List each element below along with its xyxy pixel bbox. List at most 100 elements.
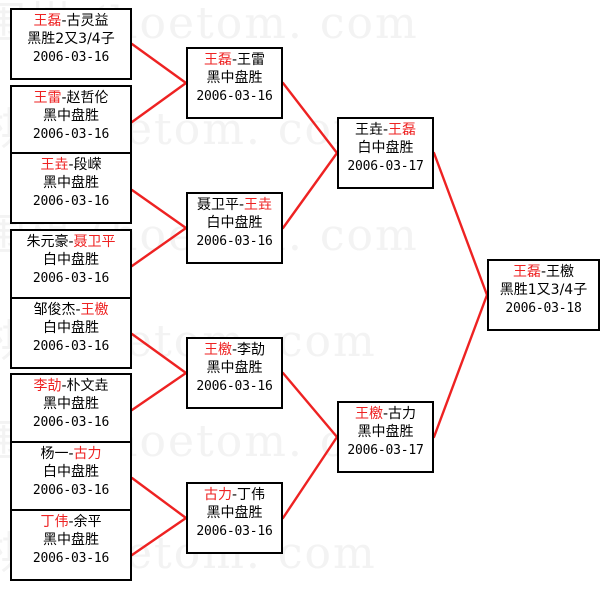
match-date: 2006-03-16 bbox=[32, 338, 110, 354]
connector-r1m4-to-r2m2 bbox=[130, 226, 188, 268]
winner-name: 王垚 bbox=[244, 197, 273, 213]
connector-r1m2-to-r2m1 bbox=[130, 81, 188, 124]
match-box-r1m4[interactable]: 朱元豪-聂卫平 白中盘胜 2006-03-16 bbox=[10, 229, 132, 301]
match-date: 2006-03-16 bbox=[196, 378, 273, 394]
connector-r1m1-to-r2m1 bbox=[130, 42, 188, 85]
name-separator: - bbox=[75, 302, 81, 318]
match-date: 2006-03-16 bbox=[196, 233, 273, 249]
connector-r1m7-to-r2m4 bbox=[130, 476, 188, 520]
match-players: 王雷-赵哲伦 bbox=[15, 89, 127, 107]
winner-name: 王雷 bbox=[33, 90, 62, 106]
name-separator: - bbox=[231, 52, 238, 68]
winner-name: 李劼 bbox=[33, 378, 62, 394]
match-date: 2006-03-16 bbox=[32, 550, 110, 566]
match-box-r1m3[interactable]: 王垚-段嵘 黑中盘胜 2006-03-16 bbox=[10, 152, 132, 224]
match-result: 黑中盘胜 bbox=[43, 532, 99, 549]
match-players: 王磊-王檄 bbox=[492, 263, 595, 281]
connector-r1m5-to-r2m3 bbox=[130, 332, 188, 375]
match-box-r2m2[interactable]: 聂卫平-王垚 白中盘胜 2006-03-16 bbox=[186, 192, 283, 264]
loser-name: 朴文垚 bbox=[66, 378, 109, 394]
loser-name: 杨一 bbox=[40, 446, 69, 462]
match-result: 黑中盘胜 bbox=[43, 175, 99, 192]
match-date: 2006-03-16 bbox=[196, 523, 273, 539]
match-date: 2006-03-18 bbox=[505, 300, 582, 316]
winner-name: 丁伟 bbox=[40, 514, 69, 530]
loser-name: 王雷 bbox=[237, 52, 266, 68]
match-box-r1m6[interactable]: 李劼-朴文垚 黑中盘胜 2006-03-16 bbox=[10, 373, 132, 445]
winner-name: 王磊 bbox=[388, 122, 417, 138]
match-players: 杨一-古力 bbox=[15, 445, 127, 463]
winner-name: 王磊 bbox=[203, 52, 232, 68]
loser-name: 聂卫平 bbox=[196, 197, 239, 213]
match-players: 朱元豪-聂卫平 bbox=[15, 233, 127, 251]
name-separator: - bbox=[61, 13, 67, 29]
name-separator: - bbox=[68, 157, 74, 173]
winner-name: 王垚 bbox=[40, 157, 69, 173]
connector-r1m3-to-r2m2 bbox=[130, 188, 188, 230]
match-box-final[interactable]: 王磊-王檄 黑胜1又3/4子 2006-03-18 bbox=[487, 259, 600, 331]
name-separator: - bbox=[382, 406, 389, 422]
connector-r2m4-to-sf2 bbox=[281, 435, 339, 520]
name-separator: - bbox=[61, 90, 67, 106]
name-separator: - bbox=[231, 342, 238, 358]
name-separator: - bbox=[68, 514, 74, 530]
match-result: 黑中盘胜 bbox=[206, 70, 263, 87]
name-separator: - bbox=[540, 264, 547, 280]
match-box-sf2[interactable]: 王檄-古力 黑中盘胜 2006-03-17 bbox=[337, 401, 434, 473]
match-box-r1m1[interactable]: 王磊-古灵益 黑胜2又3/4子 2006-03-16 bbox=[10, 8, 132, 80]
match-players: 王垚-段嵘 bbox=[15, 156, 127, 174]
loser-name: 丁伟 bbox=[237, 487, 266, 503]
connector-r1m6-to-r2m3 bbox=[130, 371, 188, 412]
match-box-r1m2[interactable]: 王雷-赵哲伦 黑中盘胜 2006-03-16 bbox=[10, 85, 132, 157]
connector-sf2-to-final bbox=[432, 293, 489, 439]
match-box-r2m3[interactable]: 王檄-李劼 黑中盘胜 2006-03-16 bbox=[186, 337, 283, 409]
match-box-r1m7[interactable]: 杨一-古力 白中盘胜 2006-03-16 bbox=[10, 441, 132, 513]
match-players: 古力-丁伟 bbox=[191, 486, 278, 504]
name-separator: - bbox=[68, 446, 74, 462]
match-date: 2006-03-16 bbox=[32, 270, 110, 286]
match-result: 黑胜1又3/4子 bbox=[499, 282, 588, 299]
match-players: 王磊-古灵益 bbox=[15, 12, 127, 30]
connector-r2m3-to-sf2 bbox=[281, 371, 339, 439]
winner-name: 聂卫平 bbox=[73, 234, 116, 250]
match-result: 黑中盘胜 bbox=[43, 396, 99, 413]
name-separator: - bbox=[382, 122, 389, 138]
match-box-r2m4[interactable]: 古力-丁伟 黑中盘胜 2006-03-16 bbox=[186, 482, 283, 554]
loser-name: 赵哲伦 bbox=[66, 90, 109, 106]
match-date: 2006-03-16 bbox=[32, 49, 110, 65]
winner-name: 王檄 bbox=[354, 406, 383, 422]
match-box-sf1[interactable]: 王垚-王磊 白中盘胜 2006-03-17 bbox=[337, 117, 434, 189]
match-result: 白中盘胜 bbox=[43, 252, 99, 269]
loser-name: 段嵘 bbox=[73, 157, 102, 173]
match-result: 黑中盘胜 bbox=[43, 108, 99, 125]
match-result: 白中盘胜 bbox=[206, 215, 263, 232]
match-result: 黑中盘胜 bbox=[206, 360, 263, 377]
match-box-r2m1[interactable]: 王磊-王雷 黑中盘胜 2006-03-16 bbox=[186, 47, 283, 119]
winner-name: 王磊 bbox=[33, 13, 62, 29]
match-players: 王垚-王磊 bbox=[342, 121, 429, 139]
match-players: 王檄-古力 bbox=[342, 405, 429, 423]
match-result: 白中盘胜 bbox=[43, 464, 99, 481]
match-result: 黑胜2又3/4子 bbox=[27, 31, 115, 48]
connector-r2m1-to-sf1 bbox=[281, 81, 339, 155]
match-players: 李劼-朴文垚 bbox=[15, 377, 127, 395]
match-players: 丁伟-余平 bbox=[15, 513, 127, 531]
match-box-r1m5[interactable]: 邹俊杰-王檄 白中盘胜 2006-03-16 bbox=[10, 297, 132, 369]
connector-sf1-to-final bbox=[432, 151, 489, 297]
loser-name: 朱元豪 bbox=[26, 234, 69, 250]
loser-name: 余平 bbox=[73, 514, 102, 530]
match-date: 2006-03-17 bbox=[347, 158, 424, 174]
match-result: 白中盘胜 bbox=[43, 320, 99, 337]
match-box-r1m8[interactable]: 丁伟-余平 黑中盘胜 2006-03-16 bbox=[10, 509, 132, 581]
loser-name: 王垚 bbox=[354, 122, 383, 138]
winner-name: 王檄 bbox=[80, 302, 109, 318]
match-players: 聂卫平-王垚 bbox=[191, 196, 278, 214]
loser-name: 李劼 bbox=[237, 342, 266, 358]
match-date: 2006-03-16 bbox=[32, 193, 110, 209]
winner-name: 古力 bbox=[73, 446, 102, 462]
name-separator: - bbox=[231, 487, 238, 503]
match-result: 黑中盘胜 bbox=[206, 505, 263, 522]
connector-r2m2-to-sf1 bbox=[281, 151, 339, 230]
match-players: 邹俊杰-王檄 bbox=[15, 301, 127, 319]
